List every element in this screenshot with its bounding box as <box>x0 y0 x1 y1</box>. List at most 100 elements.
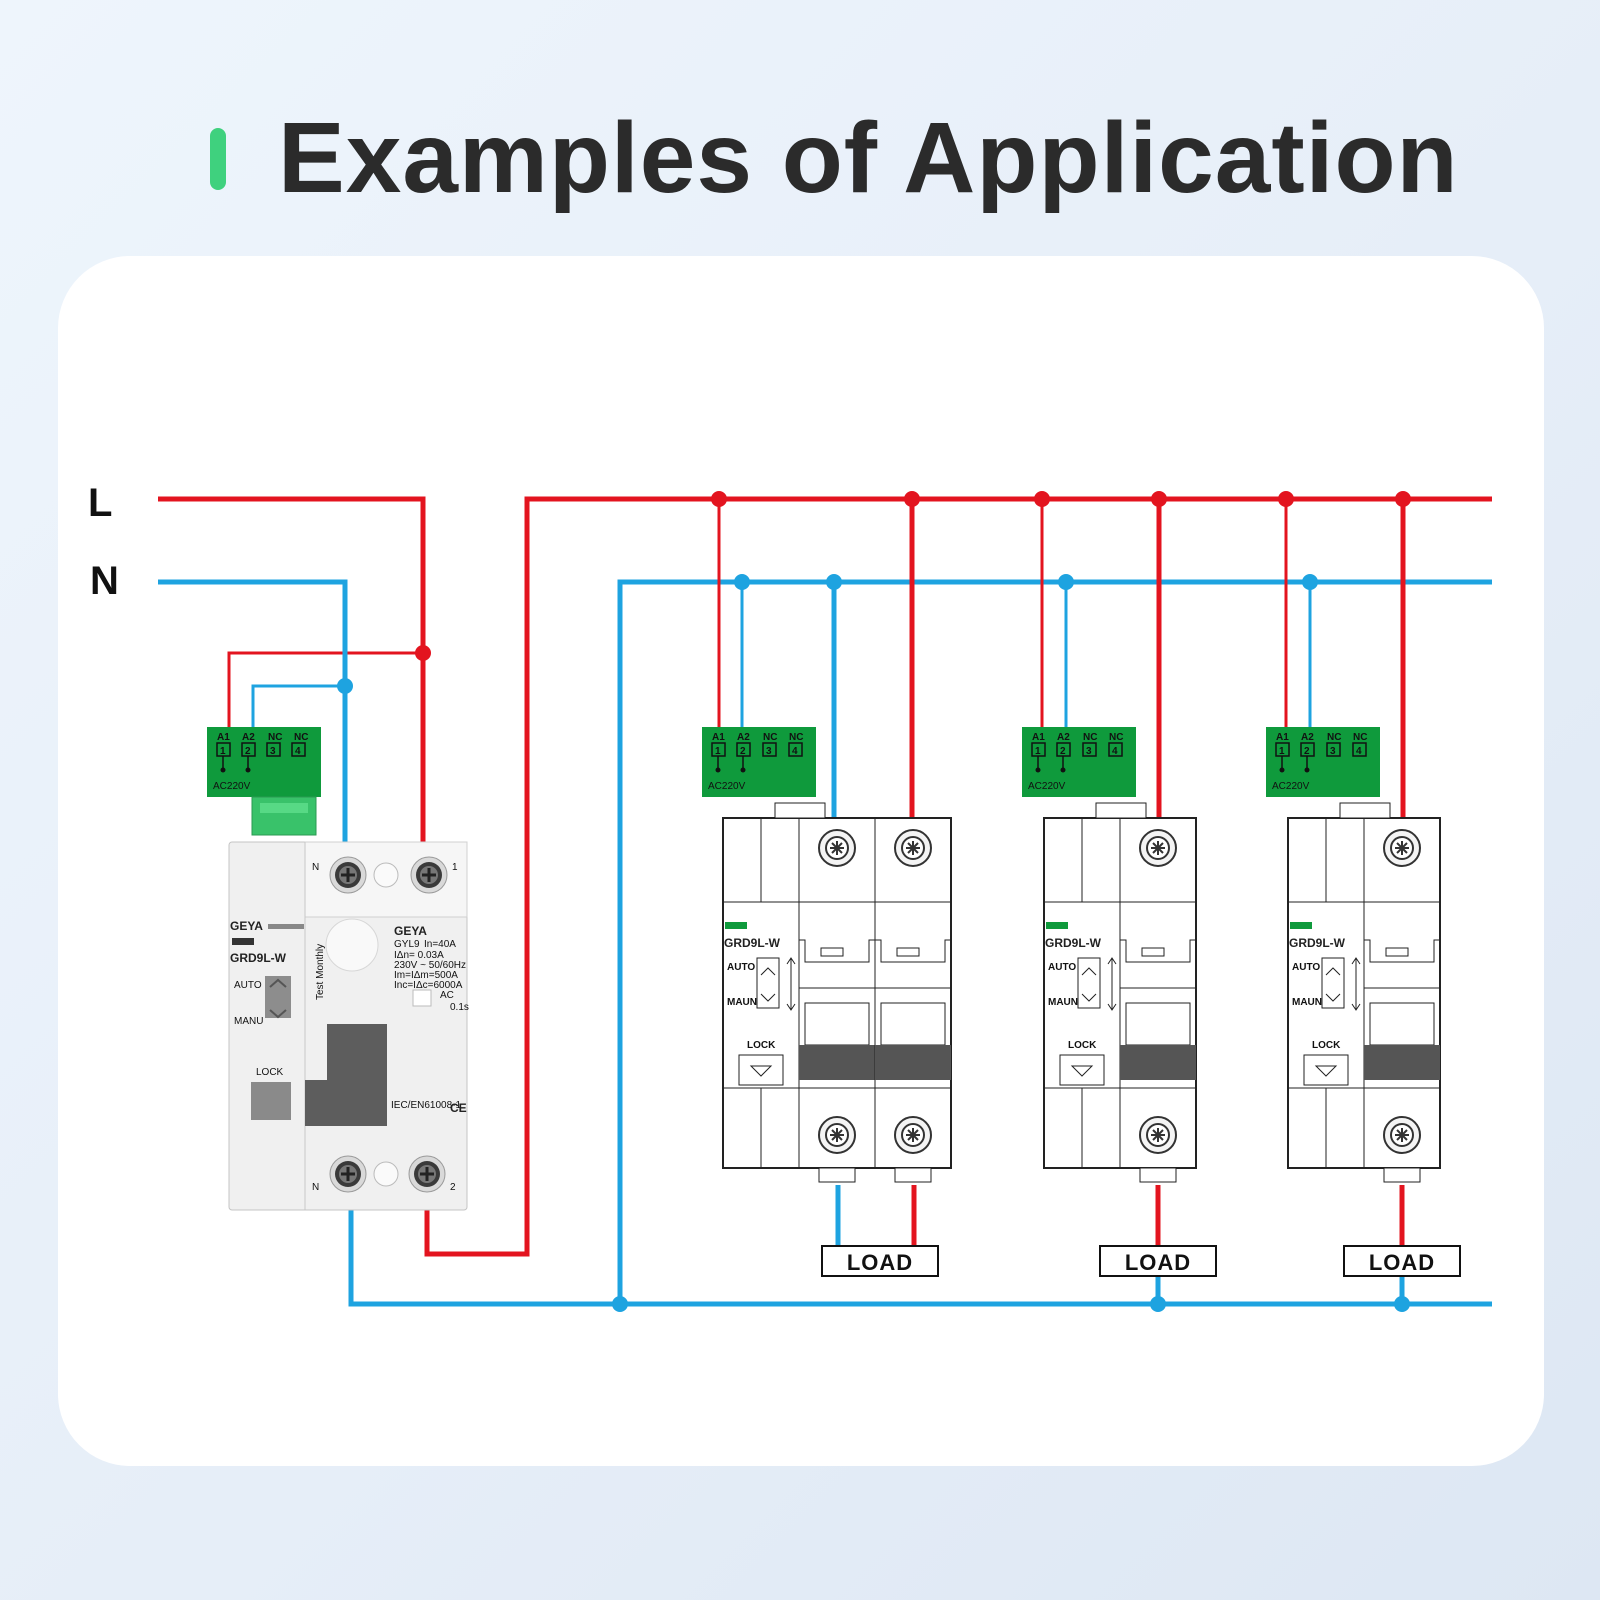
screw-terminal <box>894 1116 932 1154</box>
breaker-lock-label: LOCK <box>1312 1040 1341 1051</box>
breaker-auto-label: AUTO <box>727 962 755 973</box>
load-box: LOAD <box>1099 1245 1217 1277</box>
svg-text:AC: AC <box>440 990 454 1001</box>
junction-live <box>711 491 727 507</box>
screw-terminal <box>1139 1116 1177 1154</box>
terminal-voltage: AC220V <box>1028 781 1066 792</box>
terminal-pin-label: NC <box>1327 732 1341 743</box>
live-coil-wire <box>227 651 423 748</box>
svg-text:MANU: MANU <box>234 1016 263 1027</box>
junctions <box>337 491 1411 1312</box>
junction-neutral <box>826 574 842 590</box>
screw-terminal <box>1383 1116 1421 1154</box>
terminal-pin-label: A1 <box>712 732 725 743</box>
junction-live <box>1151 491 1167 507</box>
screw-terminal <box>818 1116 856 1154</box>
terminal-pin-number: 3 <box>766 746 772 757</box>
breaker-auto-label: AUTO <box>1292 962 1320 973</box>
junction-live <box>1278 491 1294 507</box>
terminal-pin-label: A2 <box>1301 732 1314 743</box>
breaker-manual-label: MAUN <box>1292 997 1322 1008</box>
junction-live <box>415 645 431 661</box>
terminal-pin-label: A1 <box>1276 732 1289 743</box>
svg-text:4: 4 <box>295 746 301 757</box>
breaker-manual-label: MAUN <box>1048 997 1078 1008</box>
load-label: LOAD <box>847 1250 913 1275</box>
terminal-pin-number: 1 <box>1035 746 1041 757</box>
junction-neutral <box>337 678 353 694</box>
svg-text:NC: NC <box>268 732 282 743</box>
terminal-voltage: AC220V <box>1272 781 1310 792</box>
svg-text:Inc=IΔc=6000A: Inc=IΔc=6000A <box>394 980 463 991</box>
terminal-pin-label: NC <box>1109 732 1123 743</box>
terminal-voltage: AC220V <box>708 781 746 792</box>
junction-neutral <box>1302 574 1318 590</box>
neutral-line-label: N <box>90 559 119 603</box>
terminal-pin-number: 1 <box>1279 746 1285 757</box>
neutral-bus-wire <box>617 579 1492 1304</box>
breaker-auto-label: AUTO <box>1048 962 1076 973</box>
load-box: LOAD <box>821 1245 939 1277</box>
junction-neutral <box>612 1296 628 1312</box>
svg-text:2: 2 <box>245 746 251 757</box>
junction-neutral <box>1058 574 1074 590</box>
terminal-pin-number: 3 <box>1330 746 1336 757</box>
svg-text:NC: NC <box>294 732 308 743</box>
live-output-wire <box>424 496 1492 1257</box>
terminal-pin-number: 1 <box>715 746 721 757</box>
svg-text:IΔn= 0.03A: IΔn= 0.03A <box>394 950 444 961</box>
terminal-pin-number: 4 <box>1356 746 1362 757</box>
neutral-supply-wire <box>158 579 348 842</box>
breaker-1: A11A22NC3NC4AC220VGRD9L-WAUTOMAUNLOCKLOA… <box>702 727 952 1277</box>
breaker-3: A11A22NC3NC4AC220VGRD9L-WAUTOMAUNLOCKLOA… <box>1266 727 1461 1277</box>
svg-text:N: N <box>312 1182 319 1193</box>
breaker-2: A11A22NC3NC4AC220VGRD9L-WAUTOMAUNLOCKLOA… <box>1022 727 1217 1277</box>
breaker-model: GRD9L-W <box>1045 936 1102 950</box>
svg-text:3: 3 <box>270 746 276 757</box>
svg-text:1: 1 <box>220 746 226 757</box>
junction-live <box>1395 491 1411 507</box>
svg-text:AC220V: AC220V <box>213 781 251 792</box>
load-label: LOAD <box>1369 1250 1435 1275</box>
svg-text:0.1s: 0.1s <box>450 1002 469 1013</box>
screw-terminal <box>1383 829 1421 867</box>
terminal-pin-label: NC <box>763 732 777 743</box>
live-supply-wire <box>158 496 426 842</box>
terminal-pin-label: A1 <box>1032 732 1045 743</box>
junction-live <box>904 491 920 507</box>
svg-text:In=40A: In=40A <box>424 939 456 950</box>
terminal-pin-number: 2 <box>1304 746 1310 757</box>
svg-text:230V ~ 50/60Hz: 230V ~ 50/60Hz <box>394 960 466 971</box>
breaker-model: GRD9L-W <box>724 936 781 950</box>
svg-text:GRD9L-W: GRD9L-W <box>230 951 287 965</box>
svg-text:Test Monthly: Test Monthly <box>315 944 326 1000</box>
terminal-pin-label: A2 <box>737 732 750 743</box>
terminal-block-rcbo: A1 A2 NC NC 1 2 3 4 AC220V <box>207 727 321 797</box>
svg-text:GEYA: GEYA <box>230 919 263 933</box>
terminal-pin-number: 2 <box>1060 746 1066 757</box>
svg-text:GYL9: GYL9 <box>394 939 420 950</box>
svg-text:LOCK: LOCK <box>256 1067 284 1078</box>
screw-terminal <box>818 829 856 867</box>
neutral-output-wire <box>348 1210 1492 1307</box>
load-box: LOAD <box>1343 1245 1461 1277</box>
svg-text:CE: CE <box>450 1101 467 1115</box>
terminal-pin-label: NC <box>789 732 803 743</box>
svg-text:2: 2 <box>450 1182 456 1193</box>
live-line-label: L <box>88 481 112 525</box>
svg-text:Im=IΔm=500A: Im=IΔm=500A <box>394 970 458 981</box>
svg-text:IEC/EN61008-1: IEC/EN61008-1 <box>391 1100 461 1111</box>
title-accent-bar <box>210 128 226 190</box>
terminal-pin-label: NC <box>1353 732 1367 743</box>
screw-terminal <box>1139 829 1177 867</box>
svg-text:A1: A1 <box>217 732 230 743</box>
breaker-manual-label: MAUN <box>727 997 757 1008</box>
terminal-pin-label: A2 <box>1057 732 1070 743</box>
svg-text:AUTO: AUTO <box>234 980 262 991</box>
terminal-pin-number: 4 <box>792 746 798 757</box>
breaker-lock-label: LOCK <box>747 1040 776 1051</box>
